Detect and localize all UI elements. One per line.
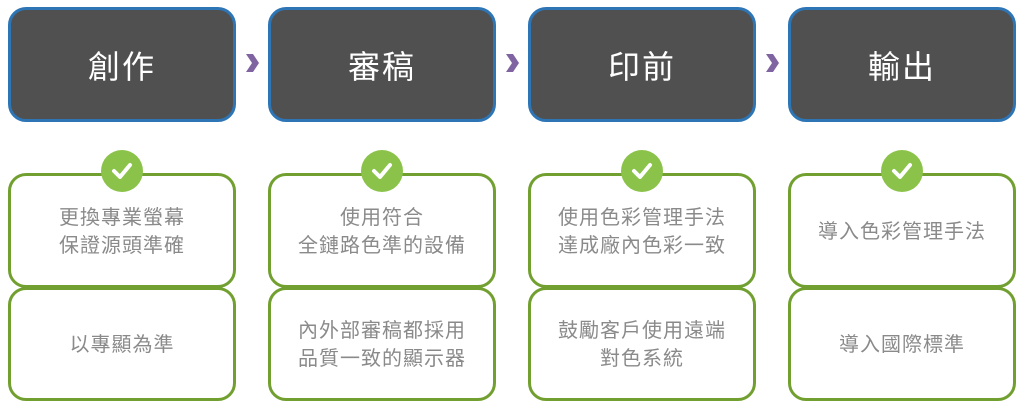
check-icon — [621, 150, 663, 192]
standard-card: 導入國際標準 — [788, 287, 1016, 401]
text-line: 品質一致的顯示器 — [298, 346, 466, 370]
solution-card: 更換專業螢幕保證源頭準確 — [8, 173, 236, 288]
check-icon — [881, 150, 923, 192]
solution-card: 使用色彩管理手法達成廠內色彩一致 — [528, 173, 756, 288]
stage-title: 輸出 — [788, 7, 1016, 122]
standard-card: 鼓勵客戶使用遠端對色系統 — [528, 287, 756, 401]
chevron-right-icon — [766, 54, 779, 72]
text-line: 全鏈路色準的設備 — [298, 232, 466, 257]
stage-title: 創作 — [8, 7, 236, 122]
text-line: 使用色彩管理手法 — [558, 204, 726, 229]
stage-create: 創作 更換專業螢幕保證源頭準確以專顯為準 — [8, 0, 236, 409]
text-line: 更換專業螢幕 — [59, 204, 185, 229]
stage-prepress: 印前 使用色彩管理手法達成廠內色彩一致鼓勵客戶使用遠端對色系統 — [528, 0, 756, 409]
text-line: 使用符合 — [340, 204, 424, 229]
check-icon — [101, 150, 143, 192]
standard-card: 內外部審稿都採用品質一致的顯示器 — [268, 287, 496, 401]
stage-review: 審稿 使用符合全鏈路色準的設備內外部審稿都採用品質一致的顯示器 — [268, 0, 496, 409]
chevron-right-icon — [506, 54, 519, 72]
text-line: 鼓勵客戶使用遠端 — [558, 318, 726, 342]
chevron-right-icon — [246, 54, 259, 72]
text-line: 導入國際標準 — [839, 332, 965, 356]
text-line: 導入色彩管理手法 — [818, 218, 986, 243]
text-line: 對色系統 — [600, 346, 684, 370]
solution-card: 使用符合全鏈路色準的設備 — [268, 173, 496, 288]
text-line: 內外部審稿都採用 — [298, 318, 466, 342]
text-line: 保證源頭準確 — [59, 232, 185, 257]
standard-card: 以專顯為準 — [8, 287, 236, 401]
check-icon — [361, 150, 403, 192]
stage-output: 輸出 導入色彩管理手法導入國際標準 — [788, 0, 1016, 409]
stage-title: 印前 — [528, 7, 756, 122]
text-line: 達成廠內色彩一致 — [558, 232, 726, 257]
stage-title: 審稿 — [268, 7, 496, 122]
text-line: 以專顯為準 — [69, 332, 175, 356]
